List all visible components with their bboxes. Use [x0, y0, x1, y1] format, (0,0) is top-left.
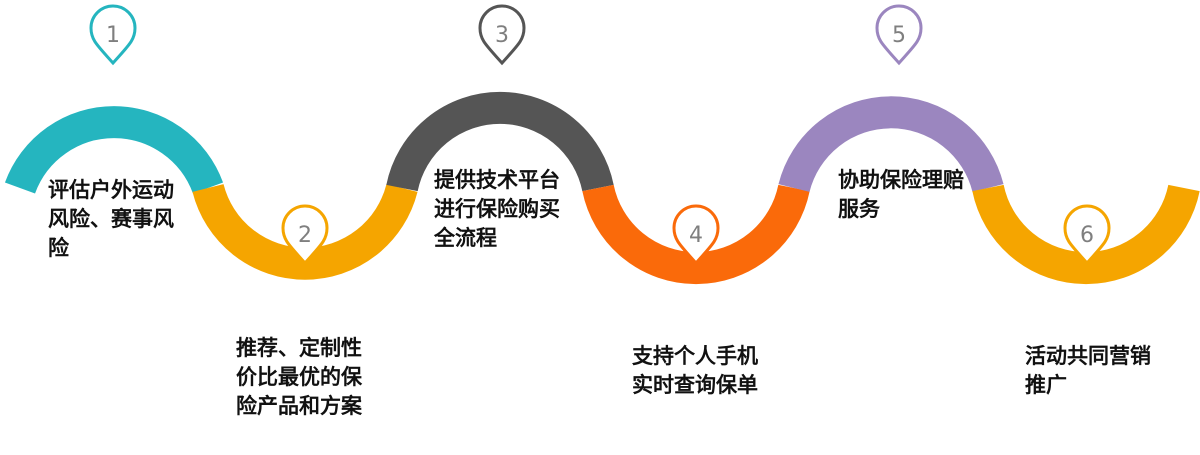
pin-step-6: 6	[1063, 204, 1111, 266]
step-1-text: 评估户外运动 风险、赛事风 险	[48, 178, 174, 260]
pin-number: 4	[689, 223, 703, 248]
arc-step-5	[778, 96, 1004, 193]
pin-step-2: 2	[281, 204, 329, 266]
pin-number: 1	[106, 23, 120, 48]
step-3-text: 提供技术平台 进行保险购买 全流程	[434, 168, 560, 250]
pin-number: 6	[1080, 223, 1094, 248]
step-6-text: 活动共同营销 推广	[1025, 344, 1151, 397]
pin-step-4: 4	[672, 204, 720, 266]
step-4-text: 支持个人手机 实时查询保单	[632, 344, 758, 397]
arc-step-4	[582, 184, 810, 285]
pin-step-1: 1	[89, 4, 137, 66]
pin-step-5: 5	[875, 4, 923, 66]
step-2-text: 推荐、定制性 价比最优的保 险产品和方案	[236, 336, 362, 418]
arc-step-3	[386, 91, 614, 192]
pin-number: 5	[892, 23, 906, 48]
pin-number: 2	[298, 223, 312, 248]
pin-step-3: 3	[478, 4, 526, 66]
pin-number: 3	[495, 23, 509, 48]
arc-step-6	[972, 184, 1200, 285]
step-5-text: 协助保险理赔 服务	[838, 168, 964, 221]
arc-step-1	[4, 106, 224, 194]
